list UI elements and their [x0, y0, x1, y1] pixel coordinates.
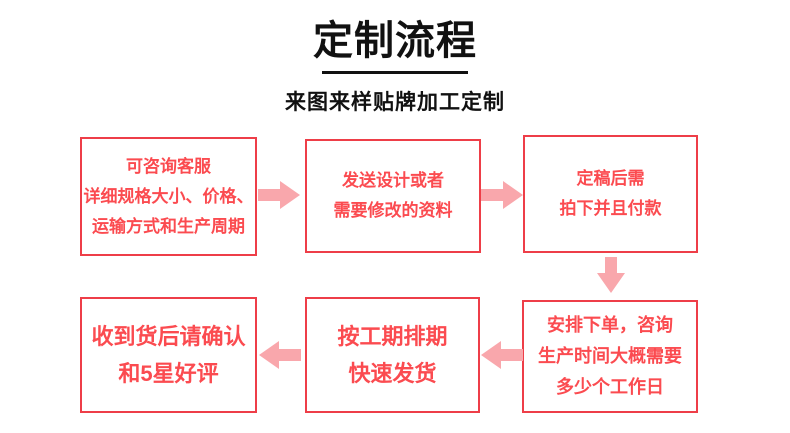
flow-step-2: 发送设计或者 需要修改的资料 — [305, 139, 481, 253]
flow-step-1-line-1: 可咨询客服 — [126, 156, 211, 176]
flow-step-5-line-1: 按工期排期 — [337, 324, 448, 349]
flow-step-6-line-1: 收到货后请确认 — [91, 324, 246, 349]
page-subtitle: 来图来样贴牌加工定制 — [285, 91, 505, 114]
flow-step-1-line-3: 运输方式和生产周期 — [92, 216, 245, 236]
arrow-left-icon — [481, 341, 523, 369]
page-title: 定制流程 — [313, 19, 477, 63]
flow-step-3: 定稿后需 拍下并且付款 — [523, 135, 698, 253]
flow-step-2-line-2: 需要修改的资料 — [333, 201, 453, 220]
flow-step-6-line-2: 和5星好评 — [118, 361, 219, 386]
flow-step-5-line-2: 快速发货 — [348, 361, 437, 386]
flow-step-2-line-1: 发送设计或者 — [342, 171, 444, 190]
title-underline — [322, 71, 468, 74]
flow-step-4: 安排下单，咨询 生产时间大概需要 多少个工作日 — [522, 300, 698, 413]
flow-step-4-line-2: 生产时间大概需要 — [538, 346, 682, 366]
flow-step-4-line-1: 安排下单，咨询 — [547, 315, 673, 335]
arrow-down-icon — [597, 257, 625, 293]
flow-step-4-line-3: 多少个工作日 — [556, 377, 664, 397]
flow-step-5: 按工期排期 快速发货 — [305, 297, 480, 413]
flow-step-1: 可咨询客服 详细规格大小、价格、 运输方式和生产周期 — [80, 137, 257, 256]
flow-step-6: 收到货后请确认 和5星好评 — [80, 297, 257, 413]
flow-step-3-line-2: 拍下并且付款 — [559, 199, 662, 218]
page-header: 定制流程 来图来样贴牌加工定制 — [0, 0, 790, 116]
arrow-left-icon — [259, 341, 301, 369]
arrow-right-icon — [481, 181, 523, 209]
arrow-right-icon — [258, 181, 300, 209]
flow-step-3-line-1: 定稿后需 — [576, 169, 645, 188]
flow-step-1-line-2: 详细规格大小、价格、 — [83, 186, 254, 206]
